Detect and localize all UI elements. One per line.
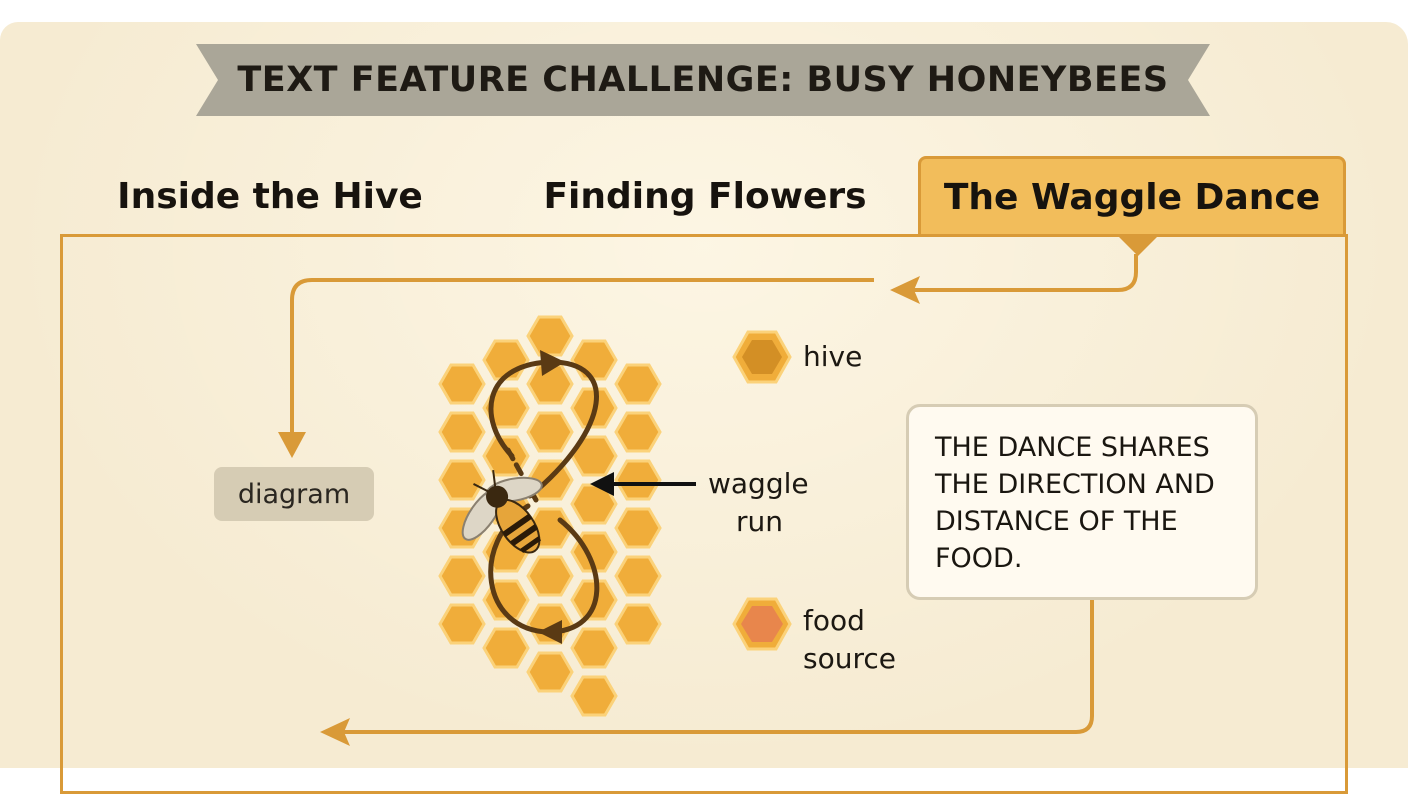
honeycomb-cell [526, 315, 574, 357]
callout-line: FOOD. [935, 543, 1023, 574]
waggle-run-label-line1: waggle [708, 467, 809, 500]
honeycomb-cell [526, 651, 574, 693]
diagram-artwork [278, 236, 1158, 746]
honeycomb-cell [614, 507, 662, 549]
honeycomb-cell [438, 411, 486, 453]
honeycomb-cell [438, 555, 486, 597]
callout-line: DISTANCE OF THE [935, 506, 1178, 537]
honeycomb-cell [570, 339, 618, 381]
honeycomb-cell [614, 363, 662, 405]
dance-fact-callout: THE DANCE SHARES THE DIRECTION AND DISTA… [906, 404, 1258, 600]
waggle-run-pointer [590, 472, 696, 496]
dance-direction-arrowheads [538, 350, 565, 644]
food-source-label-line2: source [803, 642, 896, 675]
worksheet-paper [0, 22, 1408, 768]
paper-texture [0, 22, 1408, 768]
callout-line: THE DIRECTION AND [935, 469, 1215, 500]
tab-finding-flowers[interactable]: Finding Flowers [543, 175, 867, 217]
honeycomb-cell [570, 627, 618, 669]
honeycomb-cell [526, 555, 574, 597]
food-source-legend-icon [732, 597, 792, 651]
waggle-run-label-line2: run [736, 505, 784, 538]
honeycomb-cell [438, 459, 486, 501]
diagram-tag: diagram [214, 467, 374, 521]
honeycomb-cell [570, 675, 618, 717]
callout-line: THE DANCE SHARES [935, 432, 1210, 463]
honeycomb-cell [614, 555, 662, 597]
honeycomb-cell [526, 411, 574, 453]
honeycomb-cell [614, 459, 662, 501]
title-banner [196, 44, 1210, 116]
callout-return-arrow [320, 600, 1094, 746]
hive-legend-icon [732, 330, 792, 384]
honeycomb-cell [438, 603, 486, 645]
tab-the-waggle-dance[interactable]: The Waggle Dance [918, 156, 1346, 236]
tab-inside-the-hive[interactable]: Inside the Hive [117, 175, 423, 217]
honeycomb-cell [438, 363, 486, 405]
hive-legend-label: hive [803, 340, 863, 373]
worksheet-title: TEXT FEATURE CHALLENGE: BUSY HONEYBEES [237, 60, 1169, 100]
tab-pointer-arrow [890, 236, 1158, 304]
honeycomb-cell [614, 603, 662, 645]
honeycomb-cell [614, 411, 662, 453]
honeycomb-cell [482, 627, 530, 669]
food-source-label-line1: food [803, 604, 865, 637]
honeybee-icon [461, 470, 543, 554]
arrow-to-diagram-tag [278, 278, 874, 458]
